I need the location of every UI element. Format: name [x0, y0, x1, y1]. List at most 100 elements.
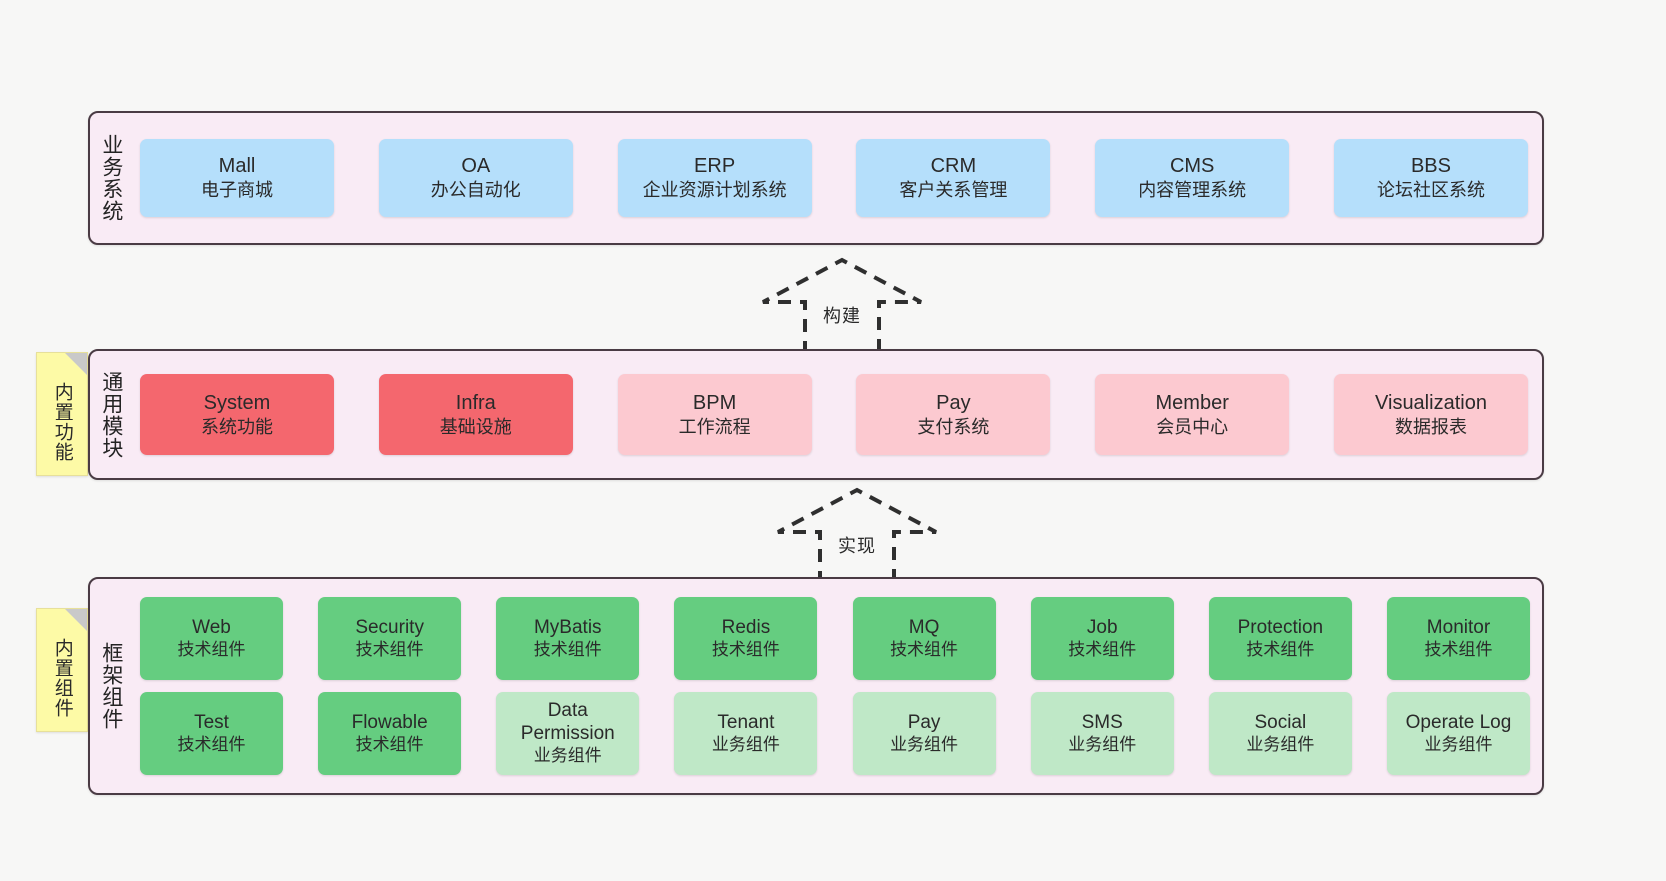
- framework-node-row-1: Web 技术组件 Security 技术组件 MyBatis 技术组件 Redi…: [140, 597, 1530, 680]
- node-flowable[interactable]: Flowable 技术组件: [318, 692, 462, 775]
- node-test-en: Test: [194, 711, 229, 733]
- node-security-cn: 技术组件: [355, 640, 424, 660]
- connector-realize: 实现: [772, 487, 942, 588]
- node-operate-log[interactable]: Operate Log 业务组件: [1386, 692, 1530, 775]
- layer-framework-body: Web 技术组件 Security 技术组件 MyBatis 技术组件 Redi…: [132, 579, 1542, 793]
- node-crm[interactable]: CRM 客户关系管理: [856, 139, 1051, 217]
- node-job-en: Job: [1086, 616, 1118, 638]
- node-social[interactable]: Social 业务组件: [1208, 692, 1352, 775]
- node-erp-cn: 企业资源计划系统: [642, 180, 787, 201]
- layer-framework-title: 框架组件: [99, 642, 123, 730]
- layer-common-body: System 系统功能 Infra 基础设施 BPM 工作流程 Pay 支付系统…: [132, 351, 1542, 478]
- business-node-row: Mall 电子商城 OA 办公自动化 ERP 企业资源计划系统 CRM 客户关系…: [140, 139, 1528, 217]
- node-bbs[interactable]: BBS 论坛社区系统: [1333, 139, 1528, 217]
- node-system[interactable]: System 系统功能: [140, 374, 334, 455]
- node-member-en: Member: [1155, 391, 1229, 414]
- node-erp[interactable]: ERP 企业资源计划系统: [617, 139, 812, 217]
- realize-arrow-outline: [777, 487, 937, 584]
- node-job[interactable]: Job 技术组件: [1030, 597, 1174, 680]
- node-operate-log-en: Operate Log: [1405, 711, 1512, 733]
- node-visualization-cn: 数据报表: [1394, 416, 1467, 437]
- node-mybatis[interactable]: MyBatis 技术组件: [496, 597, 640, 680]
- node-mall-en: Mall: [218, 155, 256, 178]
- sticky-note-builtin-components: 内置组件: [36, 608, 88, 732]
- node-pay-component[interactable]: Pay 业务组件: [852, 692, 996, 775]
- layer-business-body: Mall 电子商城 OA 办公自动化 ERP 企业资源计划系统 CRM 客户关系…: [132, 113, 1542, 243]
- node-system-en: System: [203, 391, 271, 414]
- node-oa[interactable]: OA 办公自动化: [378, 139, 573, 217]
- node-system-cn: 系统功能: [201, 416, 273, 437]
- node-security[interactable]: Security 技术组件: [318, 597, 462, 680]
- node-social-en: Social: [1254, 711, 1307, 733]
- node-infra-cn: 基础设施: [439, 416, 512, 437]
- node-cms-en: CMS: [1169, 155, 1215, 178]
- node-monitor-cn: 技术组件: [1424, 640, 1493, 660]
- node-infra[interactable]: Infra 基础设施: [378, 374, 573, 455]
- node-visualization[interactable]: Visualization 数据报表: [1333, 374, 1528, 455]
- node-web[interactable]: Web 技术组件: [140, 597, 283, 680]
- layer-business: 业务系统 Mall 电子商城 OA 办公自动化 ERP 企业资源计划系统 CRM…: [88, 111, 1544, 245]
- node-data-permission-en: Data Permission: [520, 700, 615, 744]
- node-bpm[interactable]: BPM 工作流程: [617, 374, 812, 455]
- node-cms[interactable]: CMS 内容管理系统: [1095, 139, 1290, 217]
- node-cms-cn: 内容管理系统: [1138, 180, 1247, 201]
- node-sms[interactable]: SMS 业务组件: [1030, 692, 1174, 775]
- node-web-cn: 技术组件: [177, 640, 246, 660]
- node-visualization-en: Visualization: [1375, 391, 1487, 414]
- node-infra-en: Infra: [455, 391, 496, 414]
- node-member[interactable]: Member 会员中心: [1095, 374, 1290, 455]
- node-redis[interactable]: Redis 技术组件: [674, 597, 818, 680]
- layer-framework-components: 框架组件 Web 技术组件 Security 技术组件 MyBatis 技术组件…: [88, 577, 1544, 795]
- node-data-permission[interactable]: Data Permission 业务组件: [496, 692, 640, 775]
- node-operate-log-cn: 业务组件: [1424, 735, 1493, 755]
- node-mq[interactable]: MQ 技术组件: [852, 597, 996, 680]
- node-oa-cn: 办公自动化: [430, 180, 521, 201]
- node-sms-en: SMS: [1081, 711, 1123, 733]
- node-pay-module-cn: 支付系统: [917, 416, 990, 437]
- node-redis-cn: 技术组件: [711, 640, 780, 660]
- node-flowable-cn: 技术组件: [355, 735, 424, 755]
- node-monitor-en: Monitor: [1426, 616, 1491, 638]
- node-protection-cn: 技术组件: [1246, 640, 1315, 660]
- node-mybatis-en: MyBatis: [533, 616, 602, 638]
- node-sms-cn: 业务组件: [1068, 735, 1137, 755]
- node-pay-component-cn: 业务组件: [890, 735, 959, 755]
- connector-build: 构建: [757, 257, 927, 358]
- node-erp-en: ERP: [694, 155, 736, 178]
- node-protection[interactable]: Protection 技术组件: [1208, 597, 1352, 680]
- node-mall-cn: 电子商城: [201, 180, 273, 201]
- node-redis-en: Redis: [721, 616, 771, 638]
- node-pay-module[interactable]: Pay 支付系统: [856, 374, 1051, 455]
- node-tenant[interactable]: Tenant 业务组件: [674, 692, 818, 775]
- node-mall[interactable]: Mall 电子商城: [140, 139, 334, 217]
- node-job-cn: 技术组件: [1068, 640, 1137, 660]
- framework-node-row-2: Test 技术组件 Flowable 技术组件 Data Permission …: [140, 692, 1530, 775]
- node-test-cn: 技术组件: [177, 735, 246, 755]
- node-bbs-cn: 论坛社区系统: [1376, 180, 1485, 201]
- node-pay-component-en: Pay: [907, 711, 941, 733]
- node-tenant-cn: 业务组件: [711, 735, 780, 755]
- layer-common-modules: 通用模块 System 系统功能 Infra 基础设施 BPM 工作流程 Pay…: [88, 349, 1544, 480]
- sticky-note-builtin-features: 内置功能: [36, 352, 88, 476]
- node-crm-cn: 客户关系管理: [899, 180, 1008, 201]
- node-bpm-cn: 工作流程: [678, 416, 751, 437]
- node-social-cn: 业务组件: [1246, 735, 1315, 755]
- node-oa-en: OA: [461, 155, 491, 178]
- layer-business-title: 业务系统: [99, 134, 123, 222]
- node-member-cn: 会员中心: [1156, 416, 1229, 437]
- node-monitor[interactable]: Monitor 技术组件: [1386, 597, 1530, 680]
- node-pay-module-en: Pay: [936, 391, 971, 414]
- node-security-en: Security: [355, 616, 424, 638]
- node-mybatis-cn: 技术组件: [533, 640, 602, 660]
- node-protection-en: Protection: [1237, 616, 1324, 638]
- node-test[interactable]: Test 技术组件: [140, 692, 283, 775]
- node-bpm-en: BPM: [692, 391, 737, 414]
- build-arrow-outline: [762, 257, 922, 354]
- node-mq-cn: 技术组件: [890, 640, 959, 660]
- node-tenant-en: Tenant: [717, 711, 775, 733]
- common-node-row: System 系统功能 Infra 基础设施 BPM 工作流程 Pay 支付系统…: [140, 374, 1528, 455]
- node-crm-en: CRM: [930, 155, 977, 178]
- node-web-en: Web: [192, 616, 231, 638]
- node-flowable-en: Flowable: [351, 711, 428, 733]
